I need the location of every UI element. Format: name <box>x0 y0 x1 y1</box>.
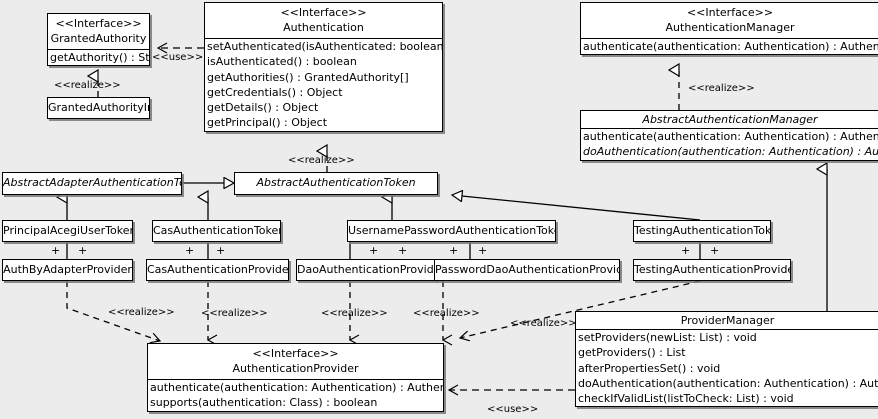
edge-label-realize-dao-provider: <<realize>> <box>321 308 388 319</box>
class-auth-by-adapter-provider[interactable]: AuthByAdapterProvider <box>2 259 133 281</box>
class-members: authenticate(authentication: Authenticat… <box>581 38 878 54</box>
class-name: AuthenticationManager <box>665 21 795 34</box>
member-row: setProviders(newList: List) : void <box>578 331 757 344</box>
edge-label-realize-granted-authority-impl: <<realize>> <box>54 80 121 91</box>
edge-label-realize-password-dao-provider: <<realize>> <box>413 308 480 319</box>
class-authentication[interactable]: <<Interface>> Authentication setAuthenti… <box>204 2 443 132</box>
class-testing-authentication-provider[interactable]: TestingAuthenticationProvider <box>633 259 791 281</box>
edge-label-use-provider-manager: <<use>> <box>487 404 539 415</box>
class-name: GrantedAuthorityImpl <box>48 101 149 114</box>
class-provider-manager[interactable]: ProviderManager setProviders(newList: Li… <box>575 311 878 408</box>
multiplicity-marker: + <box>369 244 379 257</box>
multiplicity-marker: + <box>216 244 226 257</box>
class-name: AbstractAuthenticationToken <box>256 176 416 189</box>
class-granted-authority[interactable]: <<Interface>> GrantedAuthority getAuthor… <box>47 13 150 67</box>
member-row: authenticate(authentication: Authenticat… <box>150 381 443 394</box>
class-name: CasAuthenticationProvider <box>147 263 289 276</box>
class-name: Authentication <box>283 21 364 34</box>
member-row: supports(authentication: Class) : boolea… <box>150 396 378 410</box>
class-members: authenticate(authentication: Authenticat… <box>148 379 443 411</box>
multiplicity-marker: + <box>478 244 488 257</box>
class-authentication-manager[interactable]: <<Interface>> AuthenticationManager auth… <box>580 2 878 56</box>
class-name: PrincipalAcegiUserToken <box>3 224 133 237</box>
member-row: authenticate(authentication: Authenticat… <box>583 130 878 143</box>
member-row: doAuthentication(authentication: Authent… <box>583 145 878 159</box>
member-row: getProviders() : List <box>578 346 686 360</box>
edge-label-realize-provider-manager: <<realize>> <box>510 318 577 329</box>
member-row: afterPropertiesSet() : void <box>578 361 721 375</box>
class-password-dao-authentication-provider[interactable]: PasswordDaoAuthenticationProvider <box>434 259 620 281</box>
class-members: getAuthority() : String <box>48 49 149 65</box>
member-row: getDetails() : Object <box>207 101 319 115</box>
class-stereotype: <<Interface>> <box>686 6 774 19</box>
member-row: getCredentials() : Object <box>207 85 343 99</box>
class-name: PasswordDaoAuthenticationProvider <box>435 263 620 276</box>
class-abstract-adapter-authentication-token[interactable]: AbstractAdapterAuthenticationToken <box>2 172 182 195</box>
class-name: DaoAuthenticationProvider <box>297 263 436 276</box>
class-username-password-authentication-token[interactable]: UsernamePasswordAuthenticationToken <box>347 220 556 242</box>
class-name: CasAuthenticationToken <box>153 224 281 237</box>
class-name: TestingAuthenticationToken <box>634 224 771 237</box>
class-cas-authentication-token[interactable]: CasAuthenticationToken <box>152 220 281 242</box>
multiplicity-marker: + <box>185 244 195 257</box>
class-name: AuthByAdapterProvider <box>3 263 132 276</box>
member-row: setAuthenticated(isAuthenticated: boolea… <box>207 40 443 53</box>
class-name: ProviderManager <box>680 314 775 327</box>
class-members: setProviders(newList: List) : void getPr… <box>576 329 878 406</box>
member-row: authenticate(authentication: Authenticat… <box>583 40 878 53</box>
multiplicity-marker: + <box>398 244 408 257</box>
class-name: AbstractAdapterAuthenticationToken <box>3 176 181 189</box>
member-row: doAuthentication(authentication: Authent… <box>578 376 878 390</box>
class-abstract-authentication-manager[interactable]: AbstractAuthenticationManager authentica… <box>580 110 878 161</box>
class-stereotype: <<Interface>> <box>252 347 339 360</box>
class-name: AbstractAuthenticationManager <box>642 113 818 126</box>
class-principal-acegi-user-token[interactable]: PrincipalAcegiUserToken <box>2 220 133 242</box>
member-row: getAuthorities() : GrantedAuthority[] <box>207 70 409 84</box>
edge-label-realize-cas-provider: <<realize>> <box>201 308 268 319</box>
class-name: AuthenticationProvider <box>232 362 359 375</box>
class-name: GrantedAuthority <box>50 32 147 45</box>
multiplicity-marker: + <box>449 244 459 257</box>
multiplicity-marker: + <box>710 244 720 257</box>
member-row: isAuthenticated() : boolean <box>207 55 357 69</box>
class-members: authenticate(authentication: Authenticat… <box>581 128 878 160</box>
class-stereotype: <<Interface>> <box>280 6 367 19</box>
edge-label-realize-abstract-auth-manager: <<realize>> <box>688 83 755 94</box>
edge-label-use-granted-authority: <<use>> <box>152 52 204 63</box>
member-row: getPrincipal() : Object <box>207 116 328 130</box>
member-row: checkIfValidList(listToCheck: List) : vo… <box>578 392 794 406</box>
multiplicity-marker: + <box>78 244 88 257</box>
class-dao-authentication-provider[interactable]: DaoAuthenticationProvider <box>296 259 436 281</box>
member-row: getAuthority() : String <box>50 51 150 64</box>
edge-label-realize-auth-by-adapter: <<realize>> <box>108 307 175 318</box>
class-authentication-provider[interactable]: <<Interface>> AuthenticationProvider aut… <box>147 343 444 412</box>
class-testing-authentication-token[interactable]: TestingAuthenticationToken <box>633 220 771 242</box>
class-granted-authority-impl[interactable]: GrantedAuthorityImpl <box>47 97 150 119</box>
edge-label-realize-auth-token: <<realize>> <box>288 155 355 166</box>
multiplicity-marker: + <box>681 244 691 257</box>
class-name: UsernamePasswordAuthenticationToken <box>348 224 556 237</box>
class-stereotype: <<Interface>> <box>55 17 142 30</box>
class-members: setAuthenticated(isAuthenticated: boolea… <box>205 38 442 131</box>
class-name: TestingAuthenticationProvider <box>634 263 791 276</box>
class-cas-authentication-provider[interactable]: CasAuthenticationProvider <box>146 259 289 281</box>
multiplicity-marker: + <box>51 244 61 257</box>
class-abstract-authentication-token[interactable]: AbstractAuthenticationToken <box>234 172 438 195</box>
